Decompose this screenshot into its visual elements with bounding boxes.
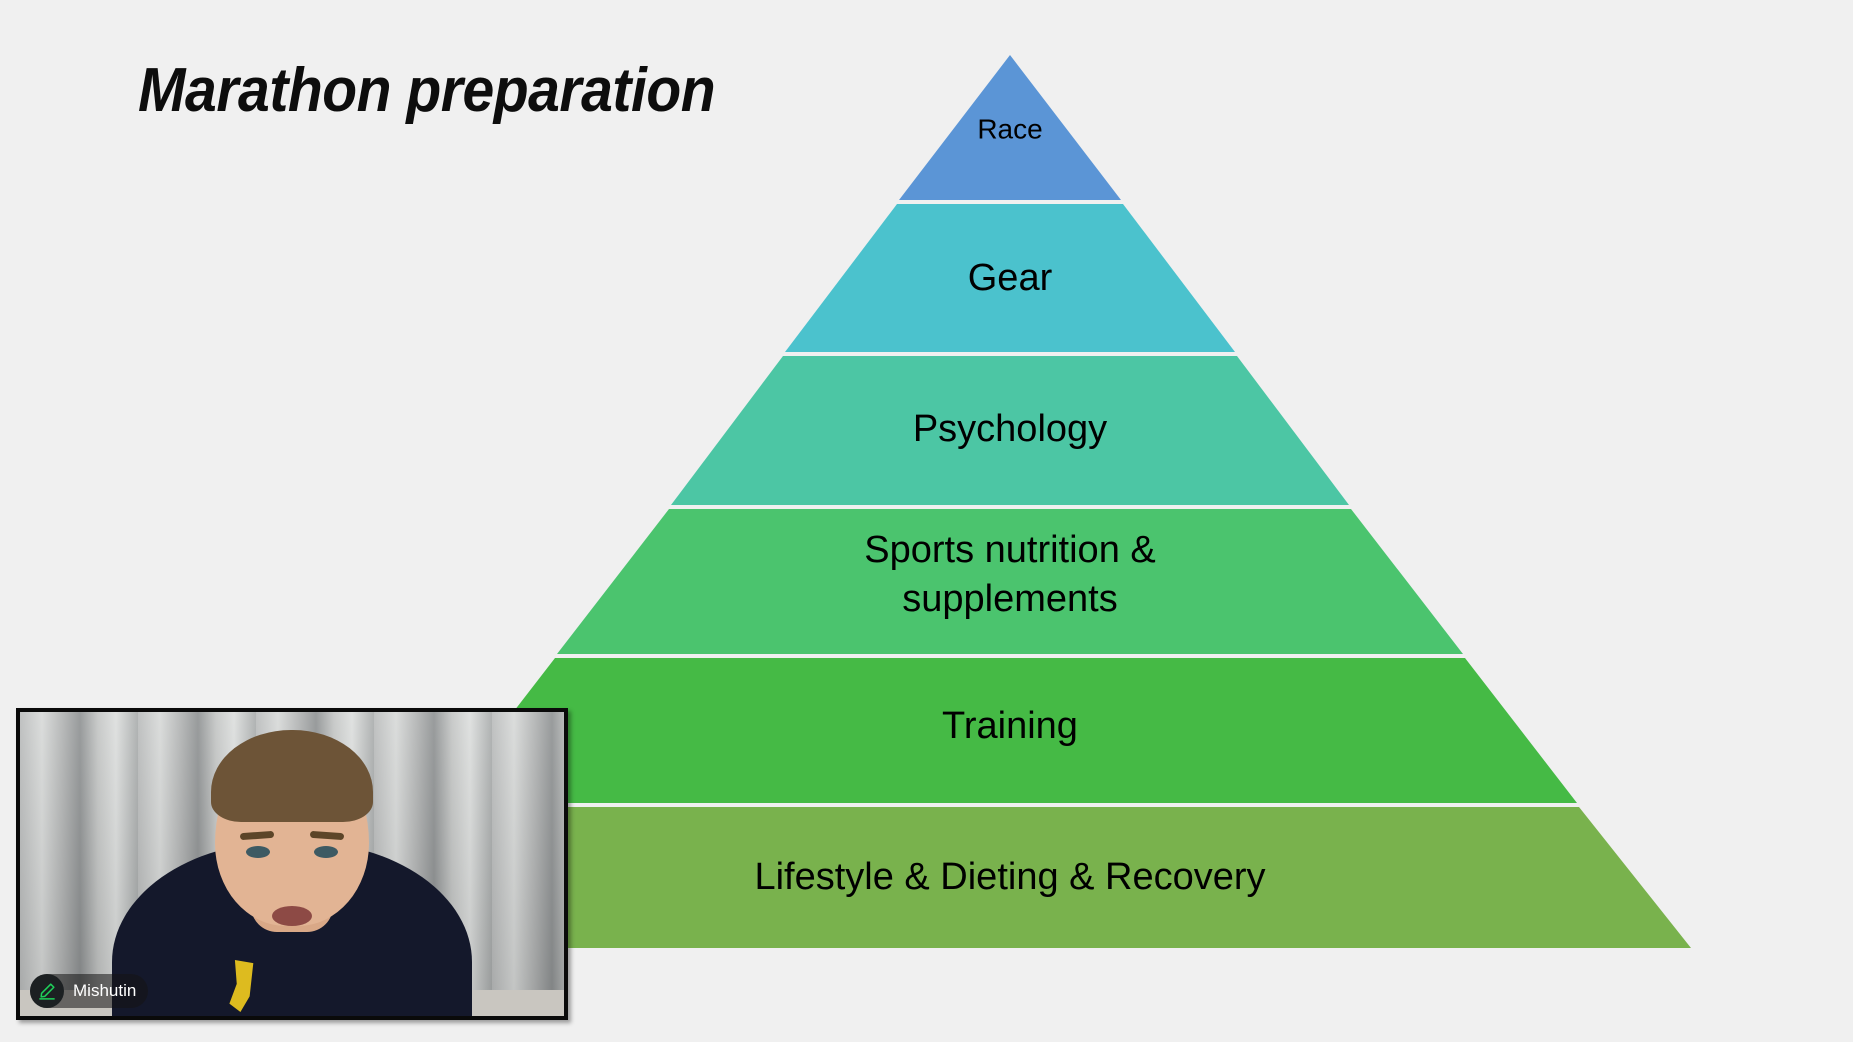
person-mouth — [272, 906, 312, 926]
participant-name-label: Mishutin — [73, 981, 137, 1000]
pyramid-label-psychology: Psychology — [913, 408, 1107, 450]
person-brow-right — [309, 830, 345, 841]
person-brow-left — [239, 830, 275, 841]
pyramid-band-nutrition[interactable] — [557, 509, 1463, 654]
pyramid-level-psychology[interactable]: Psychology — [671, 356, 1349, 505]
pyramid-level-training[interactable]: Training — [443, 658, 1577, 803]
pyramid-label-lifestyle: Lifestyle & Dieting & Recovery — [754, 856, 1265, 898]
pencil-icon-glyph — [39, 983, 55, 1000]
pyramid-level-gear[interactable]: Gear — [785, 204, 1235, 352]
pyramid-band-training[interactable] — [443, 658, 1577, 803]
pyramid-band-psychology[interactable] — [671, 356, 1349, 505]
pyramid-band-lifestyle[interactable] — [329, 807, 1691, 948]
pyramid-level-lifestyle[interactable]: Lifestyle & Dieting & Recovery — [329, 807, 1691, 948]
slide-title: Marathon preparation — [138, 56, 716, 125]
pyramid-band-gear[interactable] — [785, 204, 1235, 352]
pyramid-label-gear: Gear — [968, 257, 1053, 299]
pyramid-band-race[interactable] — [899, 55, 1121, 200]
pyramid-level-race[interactable]: Race — [899, 55, 1121, 200]
pyramid-label-training: Training — [942, 705, 1078, 747]
person-eye-left — [246, 846, 270, 858]
pyramid-label-nutrition-line2: supplements — [902, 578, 1117, 620]
participant-video-tile[interactable]: Mishutin — [16, 708, 568, 1020]
person-eye-right — [314, 846, 338, 858]
pyramid-label-nutrition-line1: Sports nutrition & — [864, 529, 1155, 571]
pyramid-label-race: Race — [977, 113, 1042, 144]
pencil-icon[interactable] — [30, 974, 64, 1008]
pyramid-level-nutrition[interactable]: Sports nutrition & supplements — [557, 509, 1463, 654]
person-hair — [211, 730, 373, 822]
participant-name-badge: Mishutin — [30, 974, 149, 1008]
